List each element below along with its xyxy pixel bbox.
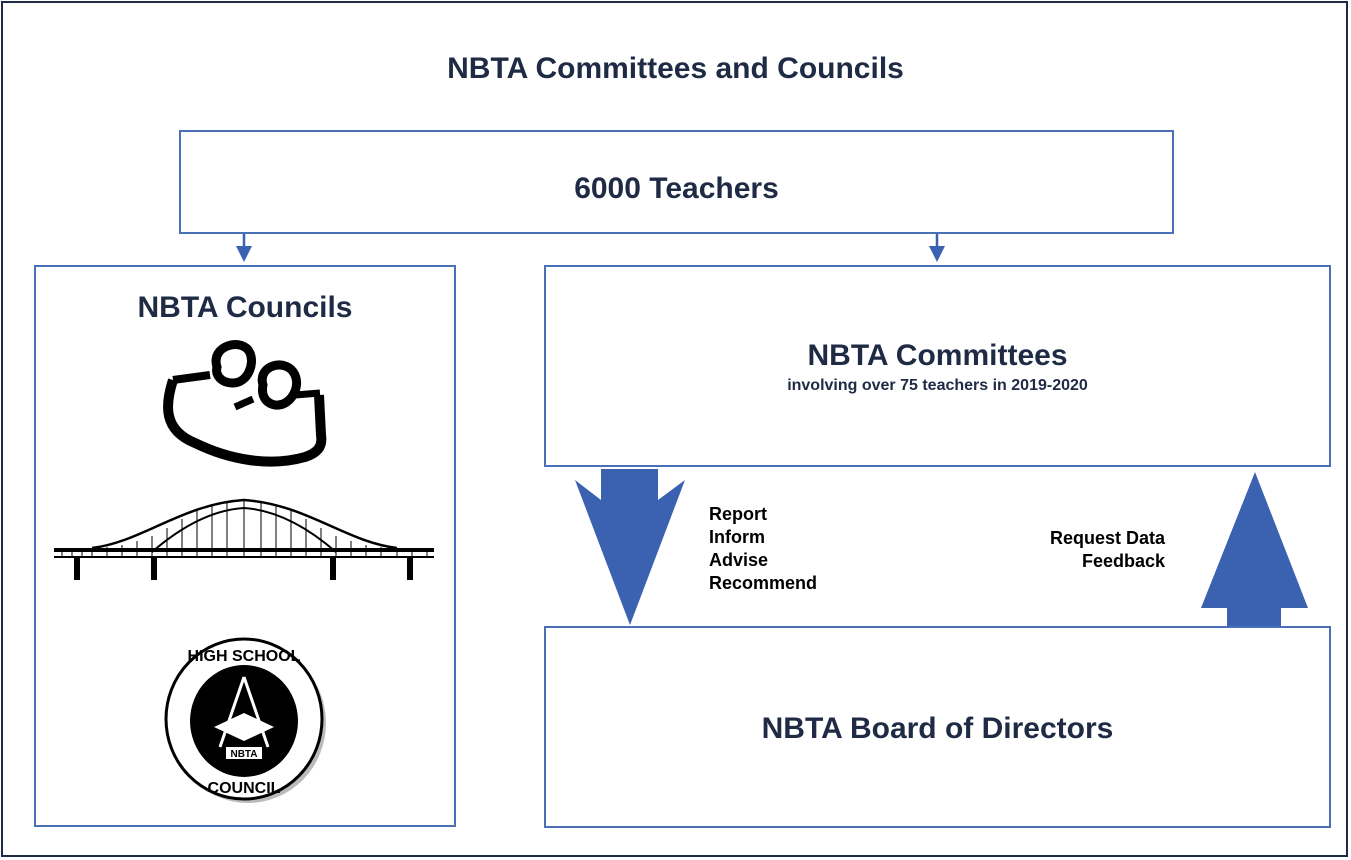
seal-center-text: NBTA [230, 749, 257, 760]
teachers-box: 6000 Teachers [179, 130, 1174, 234]
high-school-council-seal-icon: NBTA HIGH SCHOOL COUNCIL [164, 637, 326, 803]
label-report: Report [709, 504, 767, 524]
bridge-hangers [61, 500, 428, 558]
two-people-logo-icon [163, 340, 327, 467]
big-up-arrow [1201, 472, 1308, 626]
up-arrow-labels: Request Data Feedback [1000, 527, 1165, 573]
committees-label: NBTA Committees [807, 339, 1068, 372]
board-box: NBTA Board of Directors [544, 626, 1331, 828]
label-recommend: Recommend [709, 573, 818, 593]
councils-label: NBTA Councils [137, 291, 353, 324]
committees-box: NBTA Committees involving over 75 teache… [544, 265, 1331, 467]
committees-subtitle: involving over 75 teachers in 2019-2020 [787, 377, 1088, 394]
seal-top-text: HIGH SCHOOL [188, 648, 301, 665]
label-request-data: Request Data [1049, 528, 1165, 548]
arrow-to-committees [929, 234, 945, 262]
label-inform: Inform [709, 527, 765, 547]
seal-bottom-text: COUNCIL [208, 780, 281, 797]
board-label: NBTA Board of Directors [761, 712, 1114, 745]
label-advise: Advise [709, 550, 769, 570]
down-arrow-labels: Report Inform Advise Recommend [709, 503, 817, 595]
arrow-to-councils [236, 234, 252, 262]
page-title: NBTA Committees and Councils [447, 52, 904, 85]
bridge-icon [54, 498, 434, 580]
teachers-label: 6000 Teachers [574, 172, 779, 205]
label-feedback: Feedback [1081, 551, 1165, 571]
big-down-arrow [575, 469, 685, 625]
